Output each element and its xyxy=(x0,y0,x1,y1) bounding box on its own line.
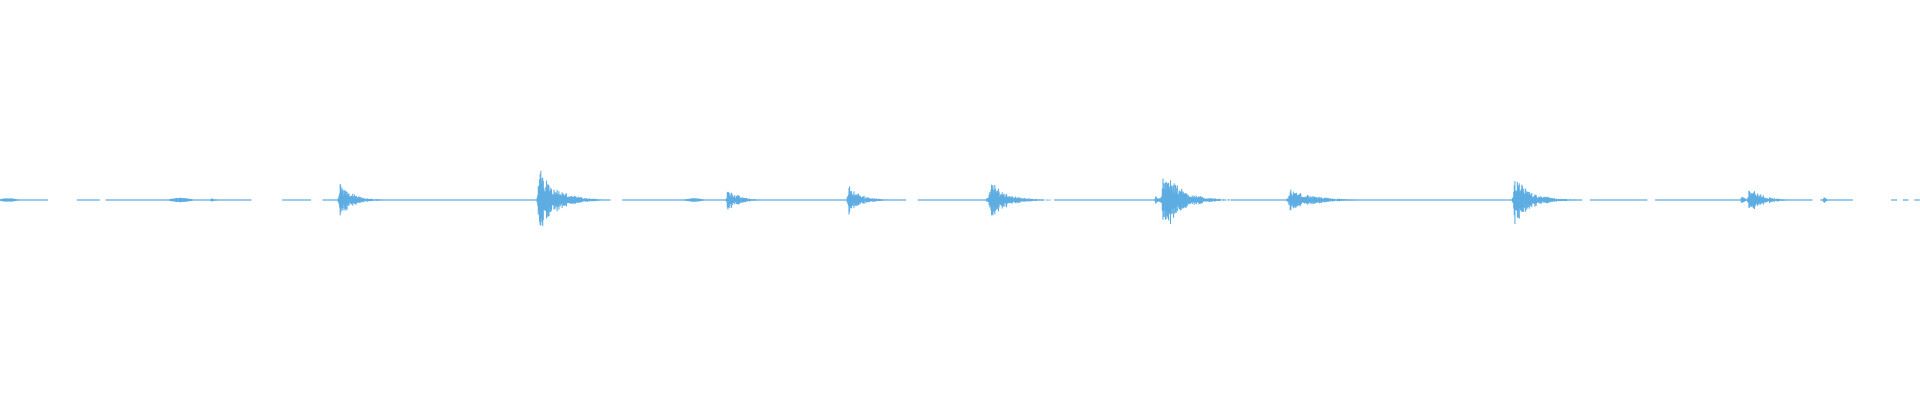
waveform-event-transient xyxy=(725,191,763,210)
waveform-event-transient xyxy=(1511,181,1582,224)
waveform-event-transient xyxy=(535,170,611,226)
waveform-silence-gap xyxy=(1812,198,1821,202)
waveform-event-transient xyxy=(1159,178,1237,225)
waveform-silence-gap xyxy=(1897,198,1903,202)
waveform-silence-gap xyxy=(251,198,283,202)
waveform-event-click xyxy=(1822,197,1830,203)
waveform-event-transient xyxy=(337,183,383,216)
waveform-events xyxy=(0,170,1830,226)
waveform-event-transient xyxy=(1285,189,1361,211)
waveform-silence-gap xyxy=(906,198,918,202)
waveform-event-blob xyxy=(165,197,196,203)
waveform-silence-gap xyxy=(1908,198,1915,202)
waveform-silence-gap xyxy=(99,198,106,202)
waveform-silence-gap xyxy=(1582,198,1590,202)
waveform-event-click xyxy=(209,198,218,202)
waveform-silence-gap xyxy=(1647,198,1656,202)
waveform-event-blob xyxy=(0,198,22,202)
waveform-silence-gap xyxy=(48,198,77,202)
waveform-event-blob xyxy=(681,198,707,202)
waveform-event-transient xyxy=(1746,190,1793,209)
waveform-event-transient xyxy=(845,186,893,215)
waveform-silence-gap xyxy=(311,198,323,202)
waveform-silence-gap xyxy=(610,198,623,202)
waveform-silence-gap xyxy=(1852,198,1892,202)
waveform-event-transient xyxy=(987,184,1051,216)
